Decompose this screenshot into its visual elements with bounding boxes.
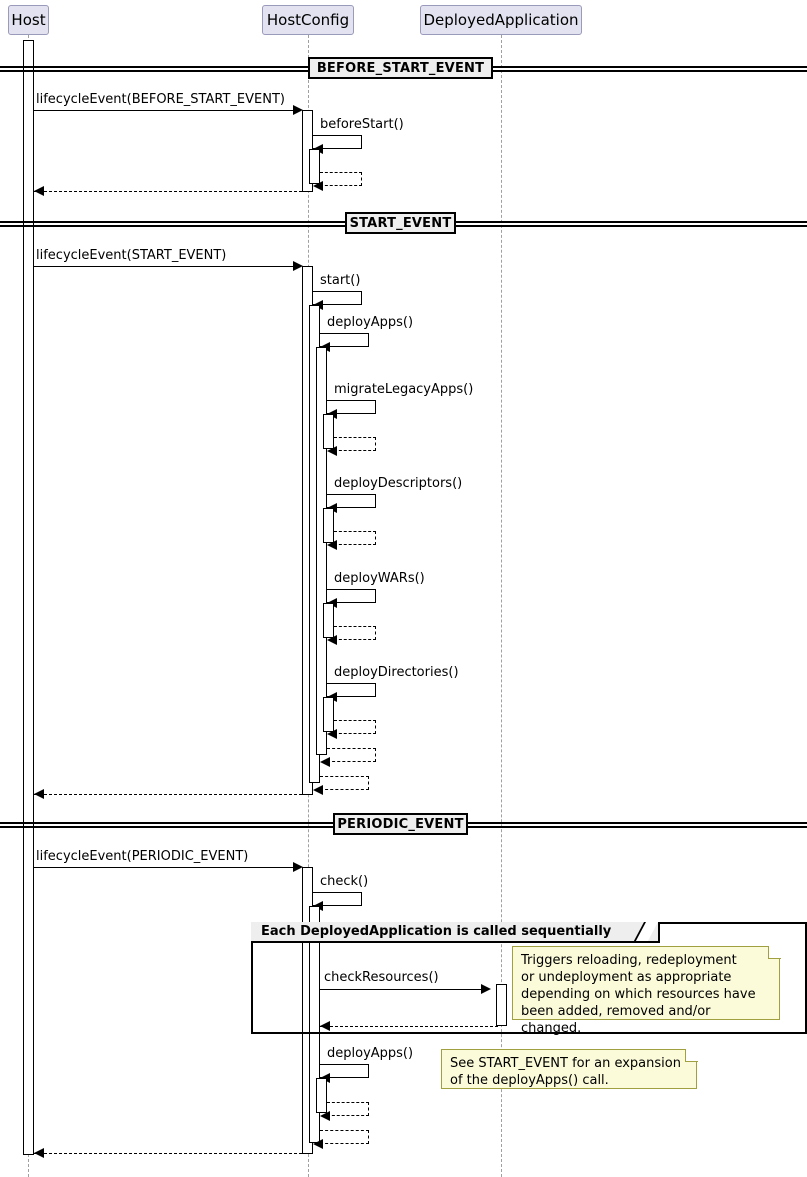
message-line-lifecycle-before-start	[34, 110, 298, 111]
self-call-loop-migrate-legacy-apps	[327, 400, 376, 414]
arrowhead-return-start	[313, 785, 323, 795]
self-return-loop-deploy-apps-start	[327, 748, 376, 762]
self-return-loop-check	[320, 1130, 369, 1144]
note-deploy-apps: See START_EVENT for an expansion of the …	[441, 1049, 697, 1089]
message-label-lifecycle-periodic: lifecycleEvent(PERIODIC_EVENT)	[36, 849, 249, 864]
loop-frame-tab-clip	[632, 922, 658, 941]
message-label-start: start()	[320, 273, 361, 288]
message-line-check-resources	[320, 989, 485, 990]
activation-hostconfig-periodic-l2	[316, 1078, 327, 1113]
note-deploy-apps-fold	[685, 1049, 698, 1062]
divider-before-start-event: BEFORE_START_EVENT	[308, 57, 493, 79]
message-line-return-host-periodic	[34, 1153, 302, 1154]
message-label-deploy-descriptors: deployDescriptors()	[334, 476, 463, 491]
arrowhead-return-check	[313, 1139, 323, 1149]
activation-hostconfig-migrate-legacy-apps	[323, 414, 334, 449]
arrowhead-lifecycle-start	[293, 261, 303, 271]
self-return-loop-deploy-wars	[334, 626, 376, 640]
self-call-loop-deploy-apps-start	[320, 333, 369, 347]
self-call-loop-start	[313, 291, 362, 305]
self-return-loop-deploy-directories	[334, 720, 376, 734]
message-label-lifecycle-start: lifecycleEvent(START_EVENT)	[36, 248, 227, 263]
activation-hostconfig-deploy-wars	[323, 603, 334, 638]
message-line-return-host-start	[34, 794, 302, 795]
loop-frame-tab: Each DeployedApplication is called seque…	[251, 922, 660, 943]
activation-hostconfig-before-start-inner	[309, 149, 320, 184]
arrowhead-return-deploy-apps-periodic	[320, 1111, 330, 1121]
self-call-loop-deploy-descriptors	[327, 494, 376, 508]
arrowhead-return-deploy-wars	[327, 635, 337, 645]
self-return-loop-before-start	[320, 172, 362, 186]
activation-hostconfig-deploy-descriptors	[323, 508, 334, 543]
self-return-loop-start	[320, 776, 369, 790]
divider-periodic-event: PERIODIC_EVENT	[333, 813, 468, 835]
message-line-lifecycle-periodic	[34, 867, 298, 868]
lifeline-deployedapplication	[501, 35, 502, 1177]
self-return-loop-deploy-descriptors	[334, 531, 376, 545]
message-label-check-resources: checkResources()	[324, 970, 439, 985]
self-call-loop-deploy-apps-periodic	[320, 1064, 369, 1078]
participant-hostconfig[interactable]: HostConfig	[262, 5, 354, 35]
arrowhead-return-migrate-legacy-apps	[327, 446, 337, 456]
self-return-loop-deploy-apps-periodic	[327, 1102, 369, 1116]
self-call-loop-check	[313, 892, 362, 906]
message-label-migrate-legacy-apps: migrateLegacyApps()	[334, 382, 474, 397]
self-call-loop-deploy-wars	[327, 589, 376, 603]
message-label-deploy-apps-periodic: deployApps()	[327, 1046, 414, 1061]
divider-start-event: START_EVENT	[345, 212, 456, 234]
message-label-before-start: beforeStart()	[320, 117, 404, 132]
arrowhead-return-host-before-start	[34, 186, 44, 196]
arrowhead-return-deploy-directories	[327, 729, 337, 739]
arrowhead-lifecycle-periodic	[293, 862, 303, 872]
activation-hostconfig-start-l2	[316, 347, 327, 755]
arrowhead-return-host-start	[34, 789, 44, 799]
participant-host[interactable]: Host	[8, 5, 49, 35]
arrowhead-return-deploy-descriptors	[327, 540, 337, 550]
note-check-resources-fold	[768, 946, 781, 959]
arrowhead-lifecycle-before-start	[293, 105, 303, 115]
self-return-loop-migrate-legacy-apps	[334, 437, 376, 451]
arrowhead-return-check-resources	[320, 1021, 330, 1031]
message-line-return-before-start	[34, 191, 302, 192]
activation-deployedapplication	[496, 984, 507, 1026]
message-line-lifecycle-start	[34, 266, 298, 267]
activation-hostconfig-deploy-directories	[323, 697, 334, 732]
arrowhead-return-before-start	[313, 181, 323, 191]
message-label-check: check()	[320, 874, 369, 889]
participant-deployedapplication[interactable]: DeployedApplication	[420, 5, 582, 35]
loop-frame-label: Each DeployedApplication is called seque…	[261, 924, 612, 939]
self-call-loop-before-start	[313, 135, 362, 149]
self-call-loop-deploy-directories	[327, 683, 376, 697]
arrowhead-return-host-periodic	[34, 1148, 44, 1158]
arrowhead-return-deploy-apps-start	[320, 757, 330, 767]
message-label-deploy-apps-start: deployApps()	[327, 315, 414, 330]
activation-host	[23, 40, 34, 1155]
message-line-return-check-resources	[320, 1026, 498, 1027]
note-check-resources: Triggers reloading, redeployment or unde…	[512, 946, 780, 1036]
arrowhead-check-resources	[481, 984, 491, 994]
message-label-deploy-directories: deployDirectories()	[334, 665, 459, 680]
message-label-deploy-wars: deployWARs()	[334, 571, 425, 586]
message-label-lifecycle-before-start: lifecycleEvent(BEFORE_START_EVENT)	[36, 92, 285, 107]
